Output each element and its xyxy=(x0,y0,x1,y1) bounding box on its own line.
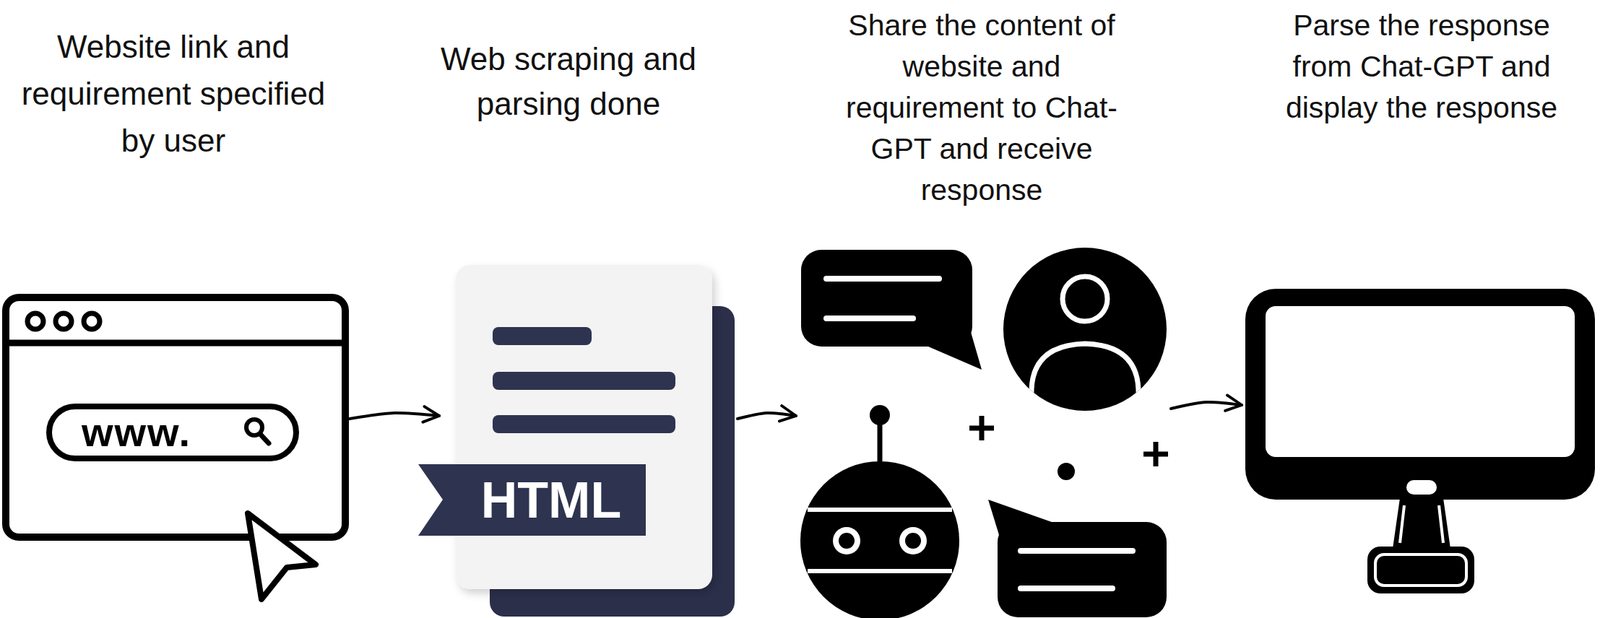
flow-arrow xyxy=(349,413,440,419)
step-caption: Share the content of website and require… xyxy=(840,5,1124,211)
step-caption: Parse the response from Chat-GPT and dis… xyxy=(1273,5,1570,129)
step-caption: Website link and requirement specified b… xyxy=(18,23,329,164)
flow-arrow xyxy=(737,413,797,419)
step-node: Website link and requirement specified b… xyxy=(2,296,347,542)
step-node: Web scraping and parsing doneHTML xyxy=(442,265,735,618)
browser-icon xyxy=(5,297,346,600)
step-caption: Web scraping and parsing done xyxy=(413,36,724,127)
icon-label: www. xyxy=(81,409,192,456)
chat-icons xyxy=(800,247,1169,618)
step-node: Share the content of website and require… xyxy=(798,249,1169,618)
step-node: Parse the response from Chat-GPT and dis… xyxy=(1244,288,1597,594)
flow-arrow xyxy=(1170,402,1242,409)
monitor-icon xyxy=(1245,288,1595,594)
html-file-icon xyxy=(418,265,735,617)
icon-label: HTML xyxy=(481,471,622,531)
